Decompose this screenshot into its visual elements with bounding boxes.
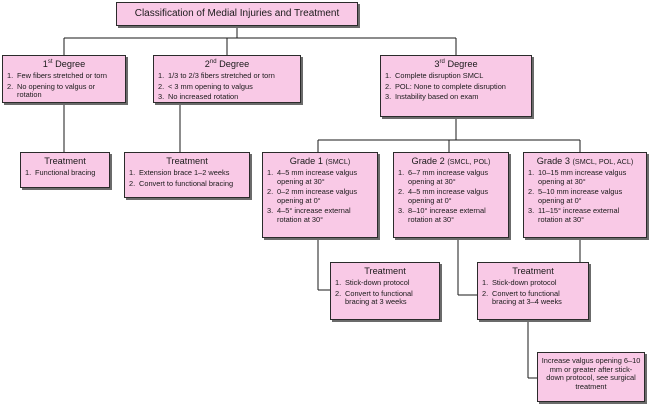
list-item: 2.Convert to functional bracing	[129, 178, 234, 188]
list-item: 2.5–10 mm increase valgus opening at 0°	[528, 187, 623, 205]
treatment-heading: Treatment	[512, 266, 554, 276]
surgical-note-text: Increase valgus opening 6–10 mm or great…	[541, 356, 641, 391]
list-item: 2.No opening to valgus or rotation	[7, 81, 96, 100]
treatment-grade-2-3-box: Treatment 1.Stick-down protocol 2.Conver…	[477, 262, 589, 320]
treatment-first-degree-box: Treatment 1.Functional bracing	[20, 152, 110, 188]
list-item: 2.0–2 mm increase valgus opening at 0°	[267, 187, 358, 205]
list-item: 1.Extension brace 1–2 weeks	[129, 168, 230, 177]
grade-2-box: Grade 2 (SMCL, POL) 1.6–7 mm increase va…	[393, 152, 509, 238]
list-item: 1.Stick-down protocol	[482, 278, 557, 287]
treatment-heading: Treatment	[166, 156, 208, 166]
grade-1-box: Grade 1 (SMCL) 1.4–5 mm increase valgus …	[262, 152, 378, 238]
third-degree-box: 3rd Degree 1.Complete disruption SMCL 2.…	[380, 55, 532, 117]
third-degree-heading: 3rd Degree	[434, 58, 478, 69]
list-item: 2.< 3 mm opening to valgus	[158, 81, 253, 91]
grade-1-heading: Grade 1 (SMCL)	[289, 156, 351, 166]
grade-3-box: Grade 3 (SMCL, POL, ACL) 1.10–15 mm incr…	[523, 152, 647, 238]
list-item: 1.10–15 mm increase valgus opening at 30…	[528, 168, 627, 186]
list-item: 2.4–5 mm increase valgus opening at 0°	[398, 187, 489, 205]
list-item: 1.6–7 mm increase valgus opening at 30°	[398, 168, 489, 186]
treatment-grade-1-box: Treatment 1.Stick-down protocol 2.Conver…	[330, 262, 440, 320]
second-degree-heading: 2nd Degree	[204, 58, 250, 69]
list-item: 3.No increased rotation	[158, 92, 239, 102]
list-item: 1.Few fibers stretched or torn	[7, 71, 107, 80]
diagram-title: Classification of Medial Injuries and Tr…	[116, 2, 358, 26]
list-item: 1.Complete disruption SMCL	[385, 71, 484, 80]
list-item: 2.POL: None to complete disruption	[385, 81, 506, 91]
list-item: 3.11–15° increase external rotation at 3…	[528, 206, 620, 224]
list-item: 1.Stick-down protocol	[335, 278, 410, 287]
list-item: 3.8–10° increase external rotation at 30…	[398, 206, 486, 224]
list-item: 1.4–5 mm increase valgus opening at 30°	[267, 168, 358, 186]
list-item: 3.Instability based on exam	[385, 92, 479, 102]
list-item: 2.Convert to functional bracing at 3–4 w…	[482, 288, 562, 307]
first-degree-heading: 1st Degree	[42, 58, 86, 69]
grade-2-heading: Grade 2 (SMCL, POL)	[411, 156, 491, 166]
first-degree-box: 1st Degree 1.Few fibers stretched or tor…	[2, 55, 126, 103]
treatment-second-degree-box: Treatment 1.Extension brace 1–2 weeks 2.…	[124, 152, 250, 198]
treatment-heading: Treatment	[44, 156, 86, 166]
grade-3-heading: Grade 3 (SMCL, POL, ACL)	[536, 156, 634, 166]
treatment-heading: Treatment	[364, 266, 406, 276]
title-text: Classification of Medial Injuries and Tr…	[134, 8, 340, 19]
surgical-note-box: Increase valgus opening 6–10 mm or great…	[537, 352, 645, 402]
second-degree-box: 2nd Degree 1.1/3 to 2/3 fibers stretched…	[153, 55, 301, 103]
list-item: 2.Convert to functional bracing at 3 wee…	[335, 288, 413, 307]
list-item: 1.Functional bracing	[25, 168, 96, 177]
list-item: 1.1/3 to 2/3 fibers stretched or torn	[158, 71, 275, 80]
list-item: 3.4–5° increase external rotation at 30°	[267, 206, 351, 224]
